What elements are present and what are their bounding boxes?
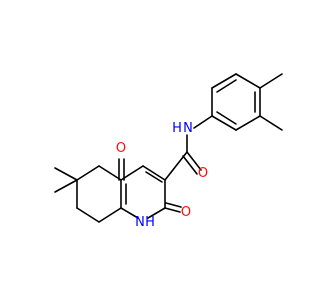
gem-dimethyl xyxy=(54,167,78,193)
bond-c8-c8a xyxy=(76,207,100,223)
bond-amide-c-o-1 xyxy=(186,151,202,171)
bond-c6-c7 xyxy=(76,165,100,181)
amide-linker xyxy=(164,115,213,181)
amide-oxygen-label: O xyxy=(198,166,208,181)
bond-methyl-4 xyxy=(259,73,283,89)
ring-nitrogen-label: N xyxy=(135,215,145,230)
chemical-structure-diagram: O O O N H N H xyxy=(54,73,283,230)
molecule-canvas: O O O N H N H xyxy=(54,73,283,230)
bond-amide-c-o-2 xyxy=(182,155,198,175)
bond-c4-c3 xyxy=(142,165,166,181)
bond-methyl-b xyxy=(54,179,78,193)
bond-ar-inner-3 xyxy=(216,111,237,125)
lactam-carbonyl xyxy=(164,202,182,213)
bond-c2-n1 xyxy=(147,207,166,219)
bond-c5-c6 xyxy=(98,165,122,181)
lactam-oxygen-label: O xyxy=(181,205,191,220)
bond-ar2 xyxy=(211,73,237,89)
aryl-methyls xyxy=(259,73,283,131)
ring-hydrogen-label: H xyxy=(145,215,155,230)
bond-ar6 xyxy=(211,115,237,131)
bond-c8a-c4a xyxy=(98,207,122,223)
bond-lactam-2 xyxy=(165,202,182,208)
atom-labels: O O O N H N H xyxy=(116,121,208,230)
bond-c4a-c4 xyxy=(120,165,144,181)
bond-c4-c3-inner xyxy=(145,171,163,183)
bond-ar-inner-1 xyxy=(216,79,237,93)
ketone-oxygen-label: O xyxy=(116,141,126,156)
bond-ar5 xyxy=(235,115,261,131)
cyclohexanone-ring xyxy=(76,165,122,223)
bond-methyl-a xyxy=(54,167,78,181)
pyridone-ring xyxy=(120,165,166,219)
bond-methyl-3 xyxy=(259,115,283,131)
ketone-carbonyl xyxy=(118,158,125,181)
dimethylphenyl-ring xyxy=(211,73,261,131)
bond-ar3 xyxy=(235,73,261,89)
bond-lactam-1 xyxy=(164,207,181,213)
bond-n-aryl xyxy=(193,115,213,129)
bond-n1-c8a xyxy=(120,207,139,219)
amide-nitrogen-label: N xyxy=(183,121,193,136)
amide-hydrogen-label: H xyxy=(172,121,182,136)
